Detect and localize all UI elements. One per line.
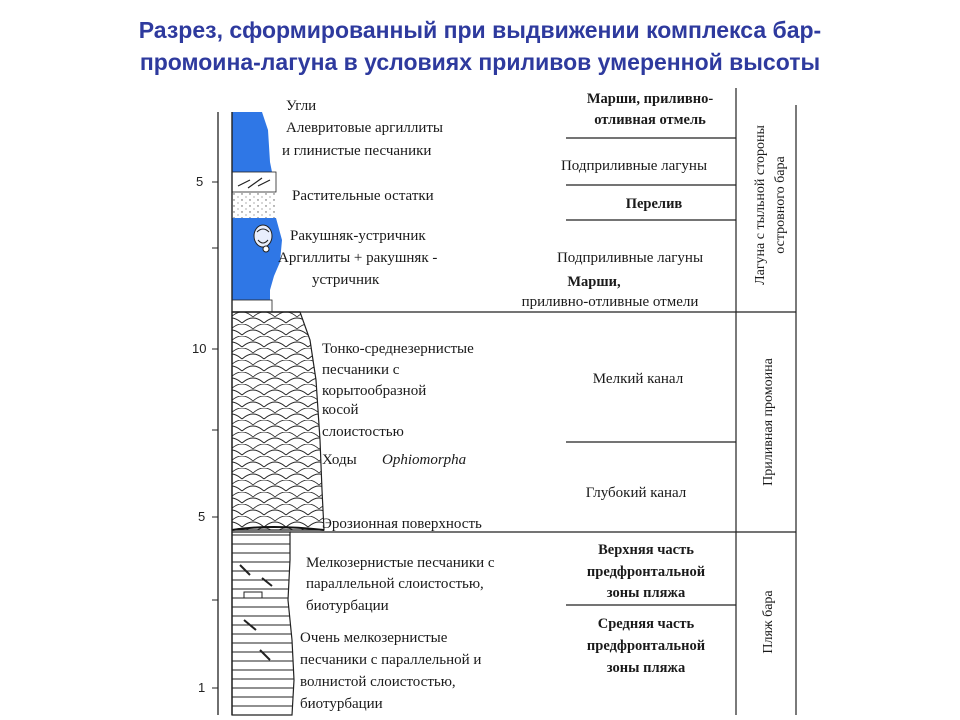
env-label: Подприливные лагуны: [557, 250, 703, 266]
lith-label: биотурбации: [306, 598, 389, 614]
env-label: Глубокий канал: [586, 485, 687, 501]
channel-interval: [231, 311, 325, 531]
slide-title: Разрез, сформированный при выдвижении ко…: [0, 14, 960, 78]
env-label: Перелив: [626, 196, 683, 212]
lith-label: Эрозионная поверхность: [322, 516, 482, 532]
lith-label: и глинистые песчаники: [282, 143, 431, 159]
zone-label: Пляж бара: [761, 590, 776, 654]
lith-label: песчаники с: [322, 362, 400, 378]
lith-label: устричник: [312, 272, 380, 288]
lith-label: волнистой слоистостью,: [300, 674, 456, 690]
depth-axis: 5 10 5 1: [192, 112, 219, 715]
env-label: предфронтальной: [587, 564, 705, 580]
title-line-1: Разрез, сформированный при выдвижении ко…: [138, 17, 822, 43]
environment-labels: Марши, приливно- отливная отмель Подприл…: [522, 91, 714, 676]
lith-label: Ходы: [322, 452, 357, 468]
env-label: зоны пляжа: [607, 660, 686, 676]
env-label: Подприливные лагуны: [561, 158, 707, 174]
env-label: предфронтальной: [587, 638, 705, 654]
env-label: Марши,: [567, 274, 621, 290]
lith-label: Алевритовые аргиллиты: [286, 120, 443, 136]
lith-label: Ракушняк-устричник: [290, 228, 426, 244]
lith-label: Растительные остатки: [292, 188, 434, 204]
env-label: зоны пляжа: [607, 585, 686, 601]
lith-label: косой: [322, 402, 359, 418]
zone-label: островного бара: [773, 156, 788, 254]
lith-label: Угли: [286, 98, 316, 114]
tick-label: 1: [198, 680, 205, 695]
env-label: отливная отмель: [594, 112, 706, 128]
env-label: Марши, приливно-: [587, 91, 714, 107]
env-label: приливно-отливные отмели: [522, 294, 699, 310]
lith-label: слоистостью: [322, 424, 404, 440]
lith-label: песчаники с параллельной и: [300, 652, 481, 668]
tick-label: 10: [192, 341, 206, 356]
lagoon-interval: [231, 112, 282, 313]
lithology-labels: Угли Алевритовые аргиллиты и глинистые п…: [278, 98, 495, 712]
title-line-2: промоина-лагуна в условиях приливов умер…: [139, 49, 821, 75]
env-label: Мелкий канал: [593, 371, 684, 387]
lith-label: параллельной слоистостью,: [306, 576, 484, 592]
lith-label-italic: Ophiomorpha: [382, 452, 466, 468]
lith-label: Очень мелкозернистые: [300, 630, 448, 646]
oyster-shells-icon: [253, 224, 273, 253]
tick-label: 5: [196, 174, 203, 189]
lith-label: Мелкозернистые песчаники с: [306, 555, 495, 571]
env-label: Средняя часть: [598, 616, 695, 632]
lith-label: корытообразной: [322, 383, 426, 399]
beach-interval: [231, 531, 295, 716]
env-label: Верхняя часть: [598, 542, 694, 558]
tick-label: 5: [198, 509, 205, 524]
lith-label: биотурбации: [300, 696, 383, 712]
environment-dividers: [290, 88, 797, 715]
zone-label: Лагуна с тыльной стороны: [753, 125, 768, 285]
zone-labels: Лагуна с тыльной стороны островного бара…: [753, 125, 788, 654]
lith-label: Аргиллиты + ракушняк -: [278, 250, 437, 266]
zone-label: Приливная промоина: [761, 357, 776, 485]
lith-label: Тонко-среднезернистые: [322, 341, 474, 357]
